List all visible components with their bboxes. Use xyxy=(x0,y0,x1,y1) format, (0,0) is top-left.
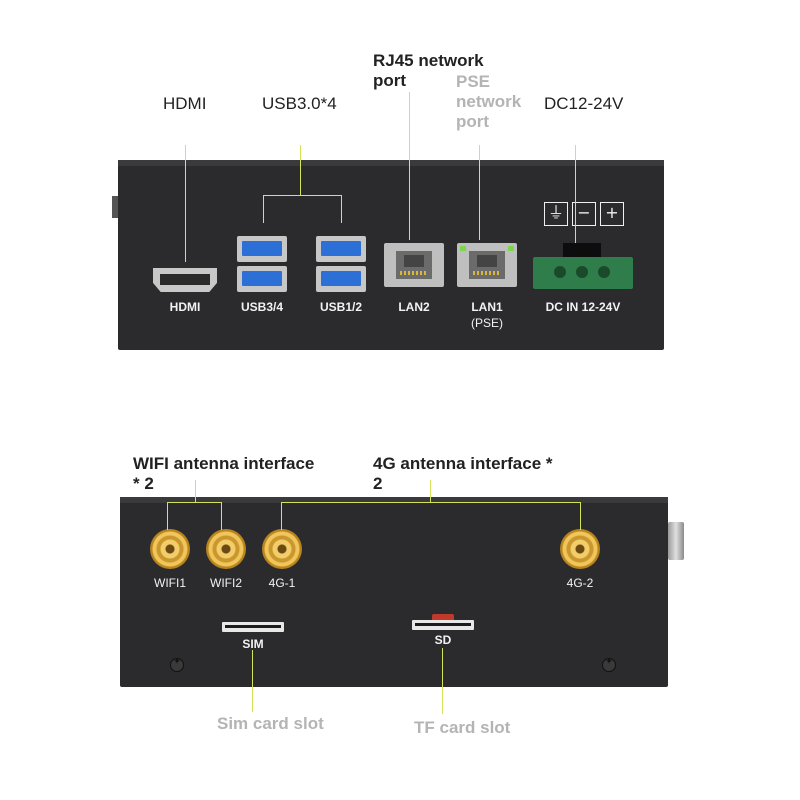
lan2-label: LAN2 xyxy=(398,300,430,314)
4g1-label: 4G-1 xyxy=(268,576,296,590)
plus-icon: + xyxy=(600,202,624,226)
lan1-led-right xyxy=(508,246,514,251)
ground-icon: ⏚ xyxy=(544,202,568,226)
usb-leader-bar xyxy=(263,195,342,196)
front-panel-side-tab xyxy=(112,196,118,218)
wifi1-label: WIFI1 xyxy=(154,576,186,590)
usb-callout: USB3.0*4 xyxy=(262,94,337,113)
dc-terminal-screw-1 xyxy=(554,266,566,278)
lan2-port xyxy=(384,243,444,287)
sd-card-tab xyxy=(432,614,454,621)
sim-callout: Sim card slot xyxy=(217,714,324,733)
rj45-callout-line1: RJ45 network xyxy=(373,51,484,70)
rear-panel-top-edge xyxy=(120,497,668,503)
dc-callout: DC12-24V xyxy=(544,94,624,113)
lte-leader-right xyxy=(580,502,581,530)
wifi1-antenna-connector xyxy=(150,529,190,569)
sd-slot xyxy=(412,620,474,630)
hdmi-port-label: HDMI xyxy=(169,300,201,314)
usb-leader-right xyxy=(341,195,342,223)
lan1-port xyxy=(457,243,517,287)
pse-callout-line2: network xyxy=(456,92,522,111)
sd-label: SD xyxy=(434,633,452,647)
usb-leader-stem xyxy=(300,145,301,195)
pse-label: (PSE) xyxy=(470,316,503,330)
sim-label: SIM xyxy=(242,637,264,651)
usb34-label: USB3/4 xyxy=(240,300,284,314)
lan1-label: LAN1 xyxy=(471,300,503,314)
screw-icon xyxy=(170,657,184,672)
wifi2-label: WIFI2 xyxy=(210,576,242,590)
wifi-leader-right xyxy=(221,502,222,530)
usb-leader-left xyxy=(263,195,264,223)
pse-callout-line3: port xyxy=(456,112,490,131)
usb-port-4 xyxy=(237,266,287,292)
lan1-led-left xyxy=(460,246,466,251)
usb12-label: USB1/2 xyxy=(319,300,363,314)
4g2-label: 4G-2 xyxy=(566,576,594,590)
screw-icon xyxy=(602,657,616,672)
lte-callout: 4G antenna interface * 2 xyxy=(373,454,553,494)
hdmi-leader xyxy=(185,145,186,262)
4g1-antenna-connector xyxy=(262,529,302,569)
wifi-leader-stem xyxy=(195,480,196,502)
sim-slot xyxy=(222,622,284,632)
lte-callout-line1: 4G antenna interface * xyxy=(373,454,553,473)
dc-terminal-top xyxy=(563,243,601,257)
front-panel-top-edge xyxy=(118,160,664,166)
dc-leader xyxy=(575,145,576,243)
wifi-leader-left xyxy=(167,502,168,530)
wifi-callout-line2: * 2 xyxy=(133,474,154,493)
tf-callout: TF card slot xyxy=(414,718,511,737)
minus-icon: − xyxy=(572,202,596,226)
rj45-leader xyxy=(409,92,410,240)
lte-leader-stem xyxy=(430,480,431,502)
rj45-callout-line2: port xyxy=(373,71,407,90)
lte-callout-line2: 2 xyxy=(373,474,383,493)
sd-leader xyxy=(442,648,443,714)
usb-port-2 xyxy=(316,266,366,292)
wifi2-antenna-connector xyxy=(206,529,246,569)
rear-panel xyxy=(120,497,668,687)
lte-leader-left xyxy=(281,502,282,530)
4g2-antenna-connector xyxy=(560,529,600,569)
rj45-callout: RJ45 network port xyxy=(373,51,484,91)
dc-terminal-screw-3 xyxy=(598,266,610,278)
wifi-leader-bar xyxy=(167,502,222,503)
pse-leader xyxy=(479,145,480,240)
wifi-callout: WIFI antenna interface * 2 xyxy=(133,454,314,494)
pse-callout: PSE network port xyxy=(456,72,521,132)
usb-port-1 xyxy=(316,236,366,262)
rear-panel-side-knob xyxy=(668,522,684,560)
usb-port-3 xyxy=(237,236,287,262)
wifi-callout-line1: WIFI antenna interface xyxy=(133,454,315,473)
dcin-label: DC IN 12-24V xyxy=(545,300,621,314)
pse-callout-line1: PSE xyxy=(456,72,491,91)
hdmi-callout: HDMI xyxy=(163,94,207,113)
dc-terminal-screw-2 xyxy=(576,266,588,278)
lte-leader-bar xyxy=(281,502,581,503)
hdmi-port-inner xyxy=(160,274,210,285)
sim-leader xyxy=(252,650,253,712)
